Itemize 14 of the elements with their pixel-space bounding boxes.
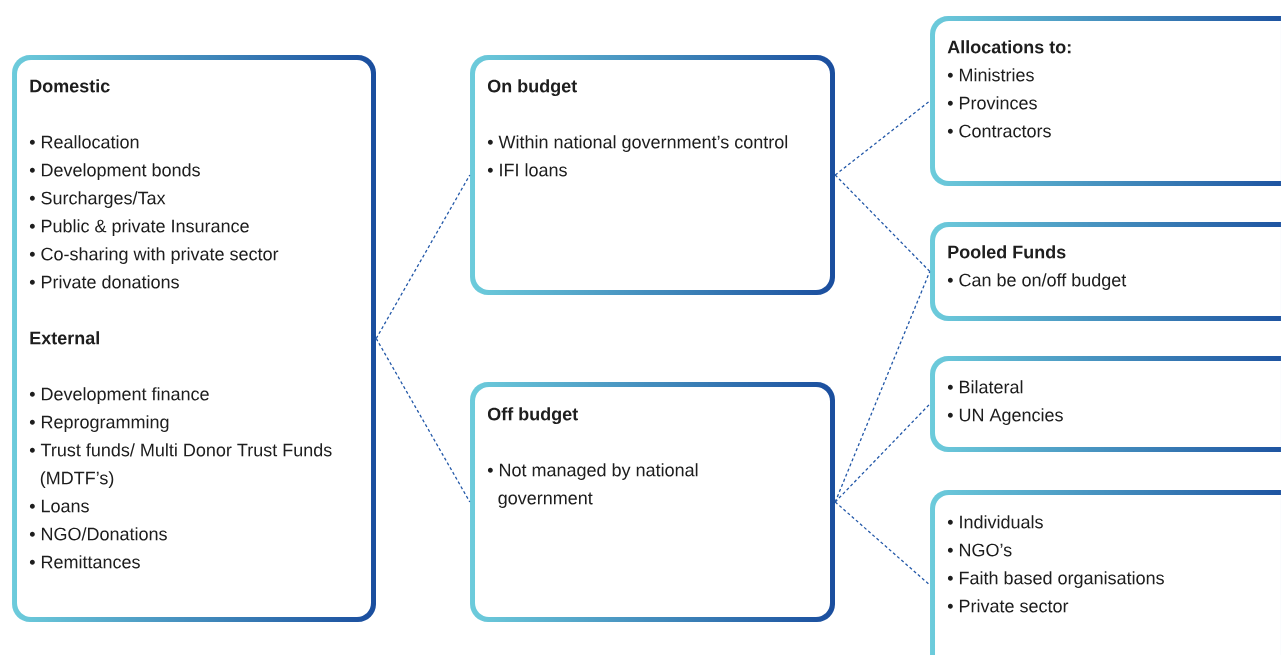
- dashed-connector: [834, 270, 931, 503]
- text-box: Pooled Funds • Can be on/off budget: [935, 227, 1281, 316]
- dashed-connector: [375, 337, 471, 503]
- dashed-connector: [834, 174, 931, 273]
- dashed-connector: [834, 501, 931, 586]
- text-box: Off budget • Not managed by national government: [475, 387, 830, 617]
- text-box: • Individuals • NGO’s • Faith based organisations • Private sector: [935, 495, 1281, 655]
- text-box: On budget • Within national government’s control • IFI loans: [475, 60, 830, 290]
- dashed-connector: [375, 174, 471, 340]
- text-box: Allocations to: • Ministries • Provinces • Contractors: [935, 21, 1281, 181]
- dashed-connector: [834, 100, 931, 176]
- text-box: Domestic • Reallocation • Development bonds • Surcharges/Tax • Public & private Insurance • Co-sharing with private sector • Private donations External • Development finance • Reprogramming • Trust funds/ Multi Donor Trust Funds (MDTF’s) • Loans • NGO/Donations • Remittances: [17, 60, 371, 617]
- text-box: • Bilateral • UN Agencies: [935, 361, 1281, 447]
- dashed-connector: [834, 403, 931, 503]
